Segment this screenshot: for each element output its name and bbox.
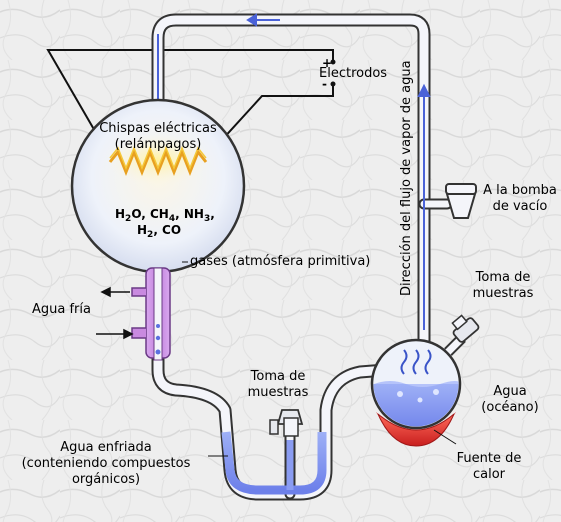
heat-label: Fuente de calor bbox=[446, 451, 532, 483]
formula-h: H bbox=[115, 207, 126, 221]
pump-label: A la bomba de vacío bbox=[480, 183, 560, 215]
formula-ch: O, CH bbox=[131, 207, 169, 221]
condenser bbox=[131, 267, 171, 361]
center-sample-stopcock bbox=[269, 409, 304, 437]
formula-h: H bbox=[137, 223, 148, 237]
formula-sub: 2 bbox=[125, 214, 132, 224]
formula-comma: , bbox=[210, 207, 215, 221]
right-sample-line1: Toma de bbox=[475, 270, 531, 285]
water-line2: (océano) bbox=[481, 400, 539, 415]
spark-zigzag bbox=[108, 147, 208, 177]
gases-label: gases (atmósfera primitiva) bbox=[190, 254, 371, 269]
pump-line2: de vacío bbox=[492, 199, 548, 214]
cooled-line1: Agua enfriada bbox=[60, 440, 152, 455]
cooled-water-label: Agua enfriada (conteniendo compuestos or… bbox=[6, 440, 206, 488]
cooled-line2: (conteniendo compuestos bbox=[21, 456, 191, 471]
gas-formula-line1: H2O, CH4, NH3, bbox=[115, 206, 215, 224]
right-sample-line2: muestras bbox=[472, 286, 534, 301]
water-label: Agua (océano) bbox=[474, 384, 546, 416]
cooled-water bbox=[221, 431, 327, 495]
spark-chamber bbox=[70, 98, 246, 274]
right-sample-label: Toma de muestras bbox=[460, 270, 546, 302]
electrode-positive-terminal bbox=[330, 59, 336, 65]
vacuum-stopcock bbox=[445, 183, 477, 219]
electrode-plus: + bbox=[322, 56, 333, 70]
formula-nh: , NH bbox=[175, 207, 204, 221]
electrode-minus: - bbox=[322, 77, 327, 91]
spark-label: Chispas eléctricas (relámpagos) bbox=[92, 121, 224, 153]
heat-line1: Fuente de bbox=[456, 451, 522, 466]
vapor-direction-label: Dirección del flujo de vapor de agua bbox=[399, 60, 414, 296]
electrode-negative-terminal bbox=[330, 81, 336, 87]
boiling-flask bbox=[370, 314, 480, 430]
center-sample-line2: muestras bbox=[247, 385, 309, 400]
spark-label-line1: Chispas eléctricas bbox=[99, 121, 217, 136]
steam-wisps bbox=[400, 349, 432, 375]
center-sample-line1: Toma de bbox=[250, 369, 306, 384]
cold-water-label: Agua fría bbox=[32, 302, 91, 317]
formula-co: , CO bbox=[153, 223, 182, 237]
cold-water-arrows bbox=[96, 286, 134, 340]
cooled-line3: orgánicos) bbox=[71, 472, 141, 487]
gas-formula-line2: H2, CO bbox=[137, 222, 182, 240]
formula-sub: 3 bbox=[203, 214, 211, 224]
leader-lines bbox=[182, 261, 457, 457]
heat-line2: calor bbox=[472, 467, 506, 482]
pump-line1: A la bomba bbox=[483, 183, 557, 198]
water-line1: Agua bbox=[493, 384, 527, 399]
electrodes-label: Electrodos bbox=[319, 66, 388, 81]
center-sample-label: Toma de muestras bbox=[242, 369, 314, 401]
spark-label-line2: (relámpagos) bbox=[114, 137, 202, 152]
heat-source bbox=[377, 413, 455, 447]
formula-sub: 4 bbox=[168, 214, 176, 224]
spark-glow bbox=[106, 134, 210, 186]
electrode-wires bbox=[46, 49, 334, 165]
formula-sub: 2 bbox=[147, 230, 154, 240]
